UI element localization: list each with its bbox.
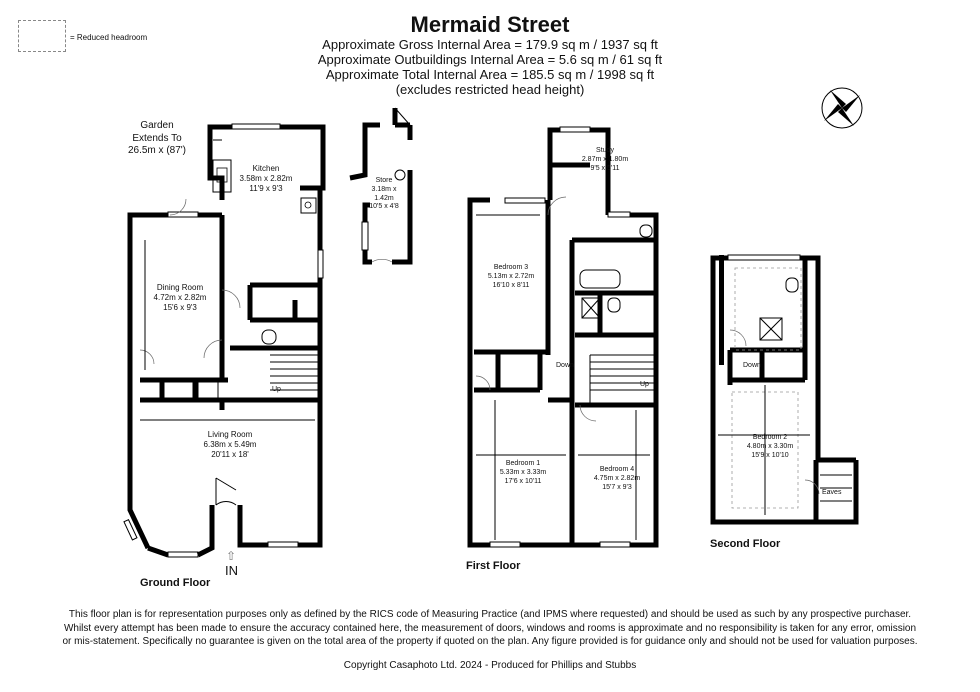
second-floor-plan [710, 254, 859, 525]
disclaimer-text: This floor plan is for representation pu… [62, 609, 918, 647]
room-living-metric: 6.38m x 5.49m [203, 440, 257, 449]
room-bedroom3-metric: 5.13m x 2.72m [487, 272, 535, 280]
room-kitchen: Kitchen 3.58m x 2.82m 11'9 x 9'3 [226, 164, 306, 194]
room-study-metric: 2.87m x 1.80m [581, 155, 629, 163]
garden-note: Garden Extends To 26.5m x (87') [112, 120, 202, 158]
room-dining-name: Dining Room [156, 283, 204, 292]
stair-label-ground-up: Up [272, 386, 281, 393]
room-bedroom3: Bedroom 3 5.13m x 2.72m 16'10 x 8'11 [476, 264, 546, 290]
room-bedroom2-metric: 4.80m x 3.30m [746, 442, 794, 450]
outbuildings-area-line: Approximate Outbuildings Internal Area =… [317, 52, 663, 67]
first-floor-plan [467, 126, 659, 548]
stair-label-first-up: Up [640, 381, 649, 388]
room-bedroom4-name: Bedroom 4 [599, 466, 635, 473]
room-study-name: Study [596, 147, 614, 154]
entrance-label: IN [225, 563, 238, 578]
room-bedroom1-name: Bedroom 1 [505, 460, 541, 467]
room-bedroom2-name: Bedroom 2 [752, 434, 788, 441]
room-study: Study 2.87m x 1.80m 9'5 x 5'11 [580, 147, 630, 173]
garden-line1: Garden [140, 120, 174, 131]
room-bedroom2: Bedroom 2 4.80m x 3.30m 15'9 x 10'10 [730, 434, 810, 460]
stair-label-second-down: Down [743, 362, 761, 369]
garden-line2: Extends To [132, 132, 182, 144]
room-bedroom2-imperial: 15'9 x 10'10 [751, 451, 789, 459]
garden-line3: 26.5m x (87') [127, 145, 187, 156]
room-dining: Dining Room 4.72m x 2.82m 15'6 x 9'3 [140, 283, 220, 313]
room-kitchen-name: Kitchen [252, 164, 280, 173]
total-area-line: Approximate Total Internal Area = 185.5 … [325, 67, 655, 82]
room-bedroom3-imperial: 16'10 x 8'11 [492, 281, 530, 289]
room-dining-metric: 4.72m x 2.82m [153, 293, 207, 302]
room-bedroom4-imperial: 15'7 x 9'3 [602, 483, 632, 491]
reduced-headroom-legend-swatch [18, 20, 66, 52]
room-bedroom1: Bedroom 1 5.33m x 3.33m 17'6 x 10'11 [488, 460, 558, 486]
room-store-imperial: 10'5 x 4'8 [369, 203, 399, 211]
room-bedroom4-metric: 4.75m x 2.82m [593, 474, 641, 482]
room-living-imperial: 20'11 x 18' [211, 450, 249, 459]
room-store: Store 3.18m x 1.42m 10'5 x 4'8 [362, 177, 406, 212]
compass-icon [821, 87, 863, 129]
floor-label-ground: Ground Floor [140, 577, 211, 589]
entrance-arrow-icon: ⇧ [226, 549, 237, 563]
room-study-imperial: 9'5 x 5'11 [590, 164, 620, 172]
room-bedroom1-metric: 5.33m x 3.33m [499, 468, 547, 476]
room-living-name: Living Room [207, 430, 253, 439]
room-living: Living Room 6.38m x 5.49m 20'11 x 18' [185, 430, 275, 460]
room-store-metric: 3.18m x 1.42m [371, 185, 397, 202]
copyright-text: Copyright Casaphoto Ltd. 2024 - Produced… [343, 660, 637, 671]
room-bedroom1-imperial: 17'6 x 10'11 [504, 477, 542, 485]
stair-label-first-down: Down [556, 362, 574, 369]
floor-label-first: First Floor [466, 560, 521, 572]
reduced-headroom-legend-label: = Reduced headroom [70, 33, 148, 42]
room-dining-imperial: 15'6 x 9'3 [163, 303, 197, 312]
room-bedroom3-name: Bedroom 3 [493, 264, 529, 271]
room-bedroom4: Bedroom 4 4.75m x 2.82m 15'7 x 9'3 [582, 466, 652, 492]
ground-floor-plan [123, 107, 413, 558]
room-eaves: Eaves [822, 489, 842, 496]
gross-area-line: Approximate Gross Internal Area = 179.9 … [322, 37, 658, 52]
room-store-name: Store [375, 177, 393, 184]
headroom-note-line: (excludes restricted head height) [395, 82, 585, 97]
room-kitchen-metric: 3.58m x 2.82m [239, 174, 293, 183]
room-kitchen-imperial: 11'9 x 9'3 [249, 184, 283, 193]
plan-title: Mermaid Street [410, 12, 570, 37]
floor-label-second: Second Floor [710, 538, 781, 550]
